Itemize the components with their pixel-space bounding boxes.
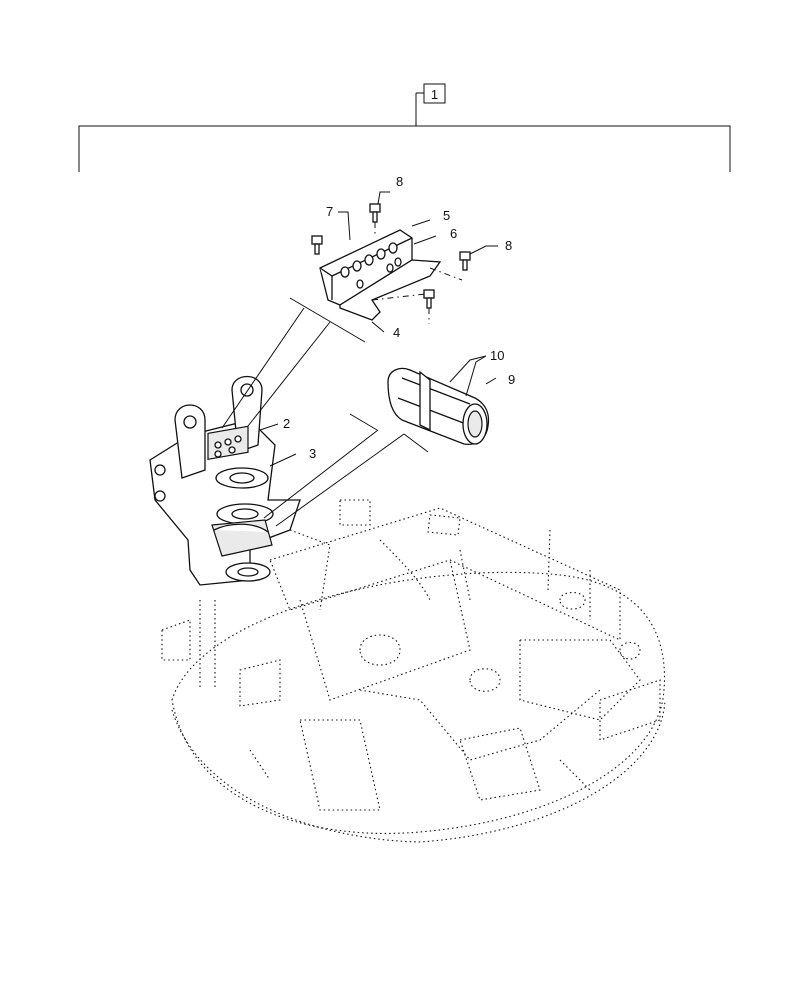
bolt-top bbox=[369, 203, 381, 236]
bolt-left bbox=[311, 235, 323, 255]
swivel-cover bbox=[387, 367, 490, 446]
swing-bracket-assembly bbox=[149, 376, 301, 586]
callout-4[interactable]: 4 bbox=[393, 325, 400, 340]
base-frame-dotted bbox=[161, 499, 666, 843]
callout-8-right[interactable]: 8 bbox=[505, 238, 512, 253]
callout-5[interactable]: 5 bbox=[443, 208, 450, 223]
bolt-right bbox=[429, 251, 471, 281]
exploded-leader-lines bbox=[221, 297, 429, 527]
bolt-bottom bbox=[371, 289, 435, 324]
assembly-bracket: 1 bbox=[78, 83, 731, 172]
callout-6[interactable]: 6 bbox=[450, 226, 457, 241]
valve-plate-holes bbox=[340, 242, 402, 289]
callouts: 8 7 5 6 8 4 10 9 2 3 bbox=[283, 174, 515, 461]
callout-1[interactable]: 1 bbox=[431, 87, 438, 102]
swing-bracket-holes bbox=[214, 435, 242, 458]
callout-7[interactable]: 7 bbox=[326, 204, 333, 219]
callout-leaders bbox=[259, 191, 498, 467]
callout-3[interactable]: 3 bbox=[309, 446, 316, 461]
callout-2[interactable]: 2 bbox=[283, 416, 290, 431]
callout-10[interactable]: 10 bbox=[490, 348, 504, 363]
valve-plate bbox=[319, 229, 442, 321]
callout-9[interactable]: 9 bbox=[508, 372, 515, 387]
callout-8-top[interactable]: 8 bbox=[396, 174, 403, 189]
